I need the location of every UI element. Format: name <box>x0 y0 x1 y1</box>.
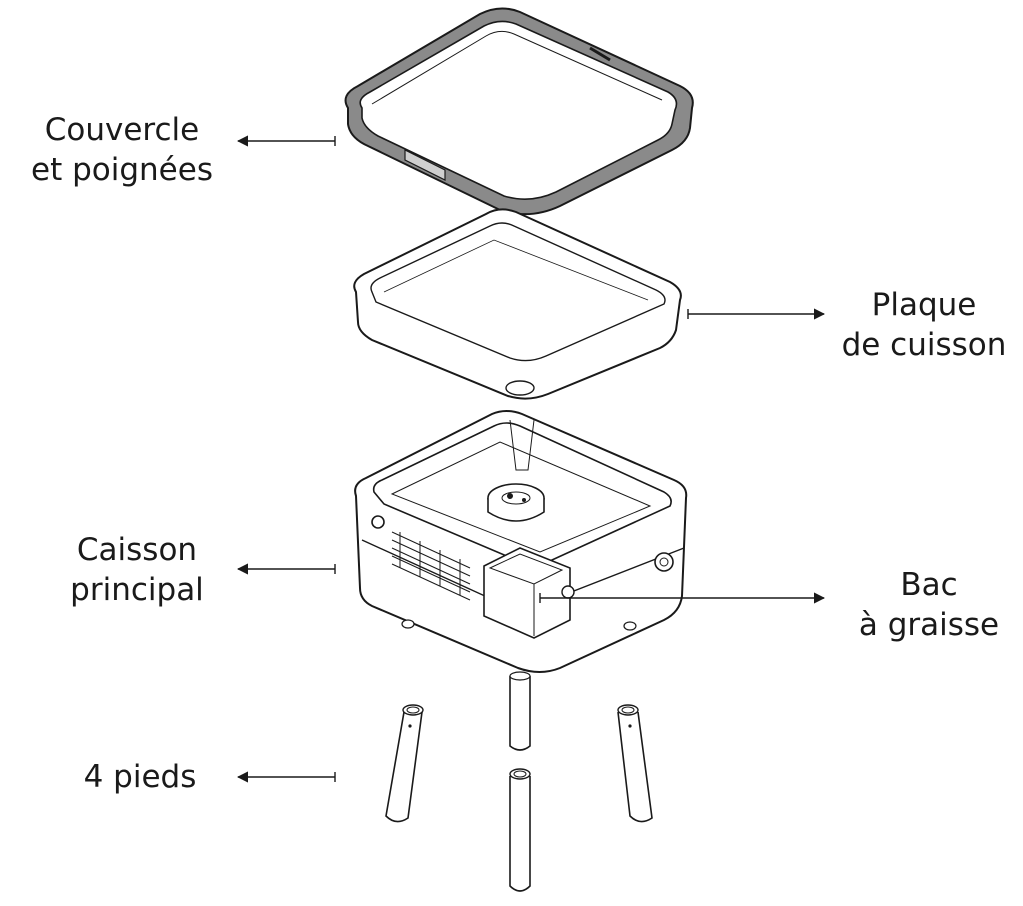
leg-2 <box>385 704 424 823</box>
leg-1 <box>509 671 531 751</box>
leg-4 <box>509 768 531 892</box>
legs-part <box>385 671 653 892</box>
leader-lines <box>236 135 826 783</box>
tray-arrow <box>539 592 826 604</box>
label-lid-line1: Couvercle <box>44 112 200 148</box>
label-plate: Plaque de cuisson <box>834 285 1014 365</box>
label-body-line2: principal <box>70 572 204 608</box>
lid-part <box>344 7 694 216</box>
label-plate-line1: Plaque <box>871 287 977 323</box>
label-body-line1: Caisson <box>76 532 198 568</box>
label-body: Caisson principal <box>52 530 222 610</box>
grease-tray-part <box>483 547 575 639</box>
lid-arrow <box>236 135 336 147</box>
label-legs: 4 pieds <box>60 757 220 797</box>
label-tray-line1: Bac <box>900 567 958 603</box>
plate-arrow <box>687 308 826 320</box>
label-lid: Couvercle et poignées <box>22 110 222 190</box>
label-tray-line2: à graisse <box>858 607 1000 643</box>
cooking-plate-part <box>353 208 682 400</box>
main-body-part <box>354 410 688 673</box>
label-lid-line2: et poignées <box>31 152 213 188</box>
label-plate-line2: de cuisson <box>841 327 1007 363</box>
leg-3 <box>617 704 653 823</box>
body-arrow <box>236 563 336 575</box>
label-legs-line1: 4 pieds <box>83 759 197 795</box>
legs-arrow <box>236 771 336 783</box>
label-tray: Bac à graisse <box>844 565 1014 645</box>
